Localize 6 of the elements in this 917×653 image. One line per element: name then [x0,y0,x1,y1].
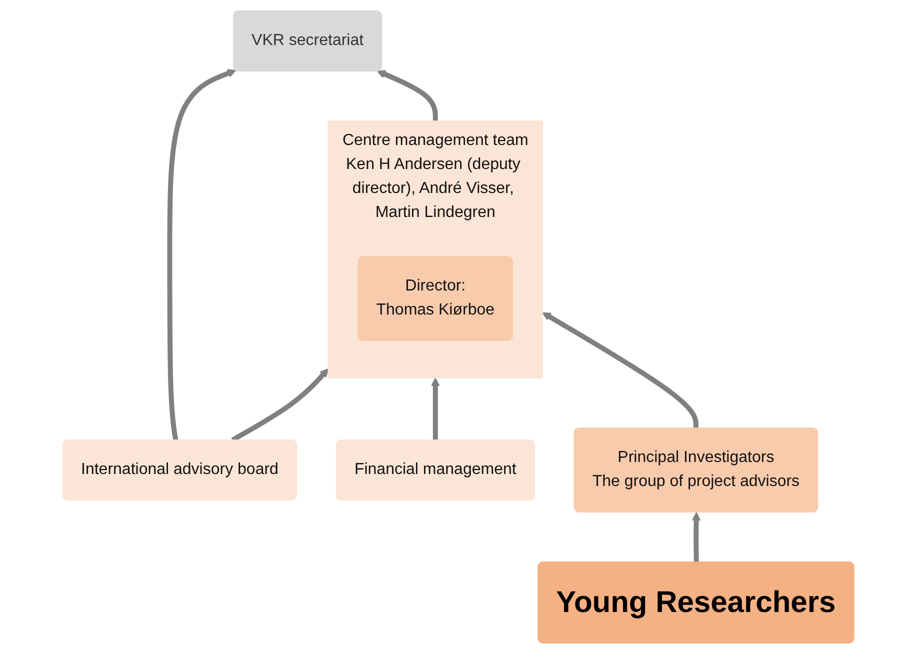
arrow [231,368,329,442]
arrow [167,68,236,440]
arrow [431,377,440,440]
arrow [377,70,438,120]
arrow [542,312,699,428]
arrow [692,512,701,562]
